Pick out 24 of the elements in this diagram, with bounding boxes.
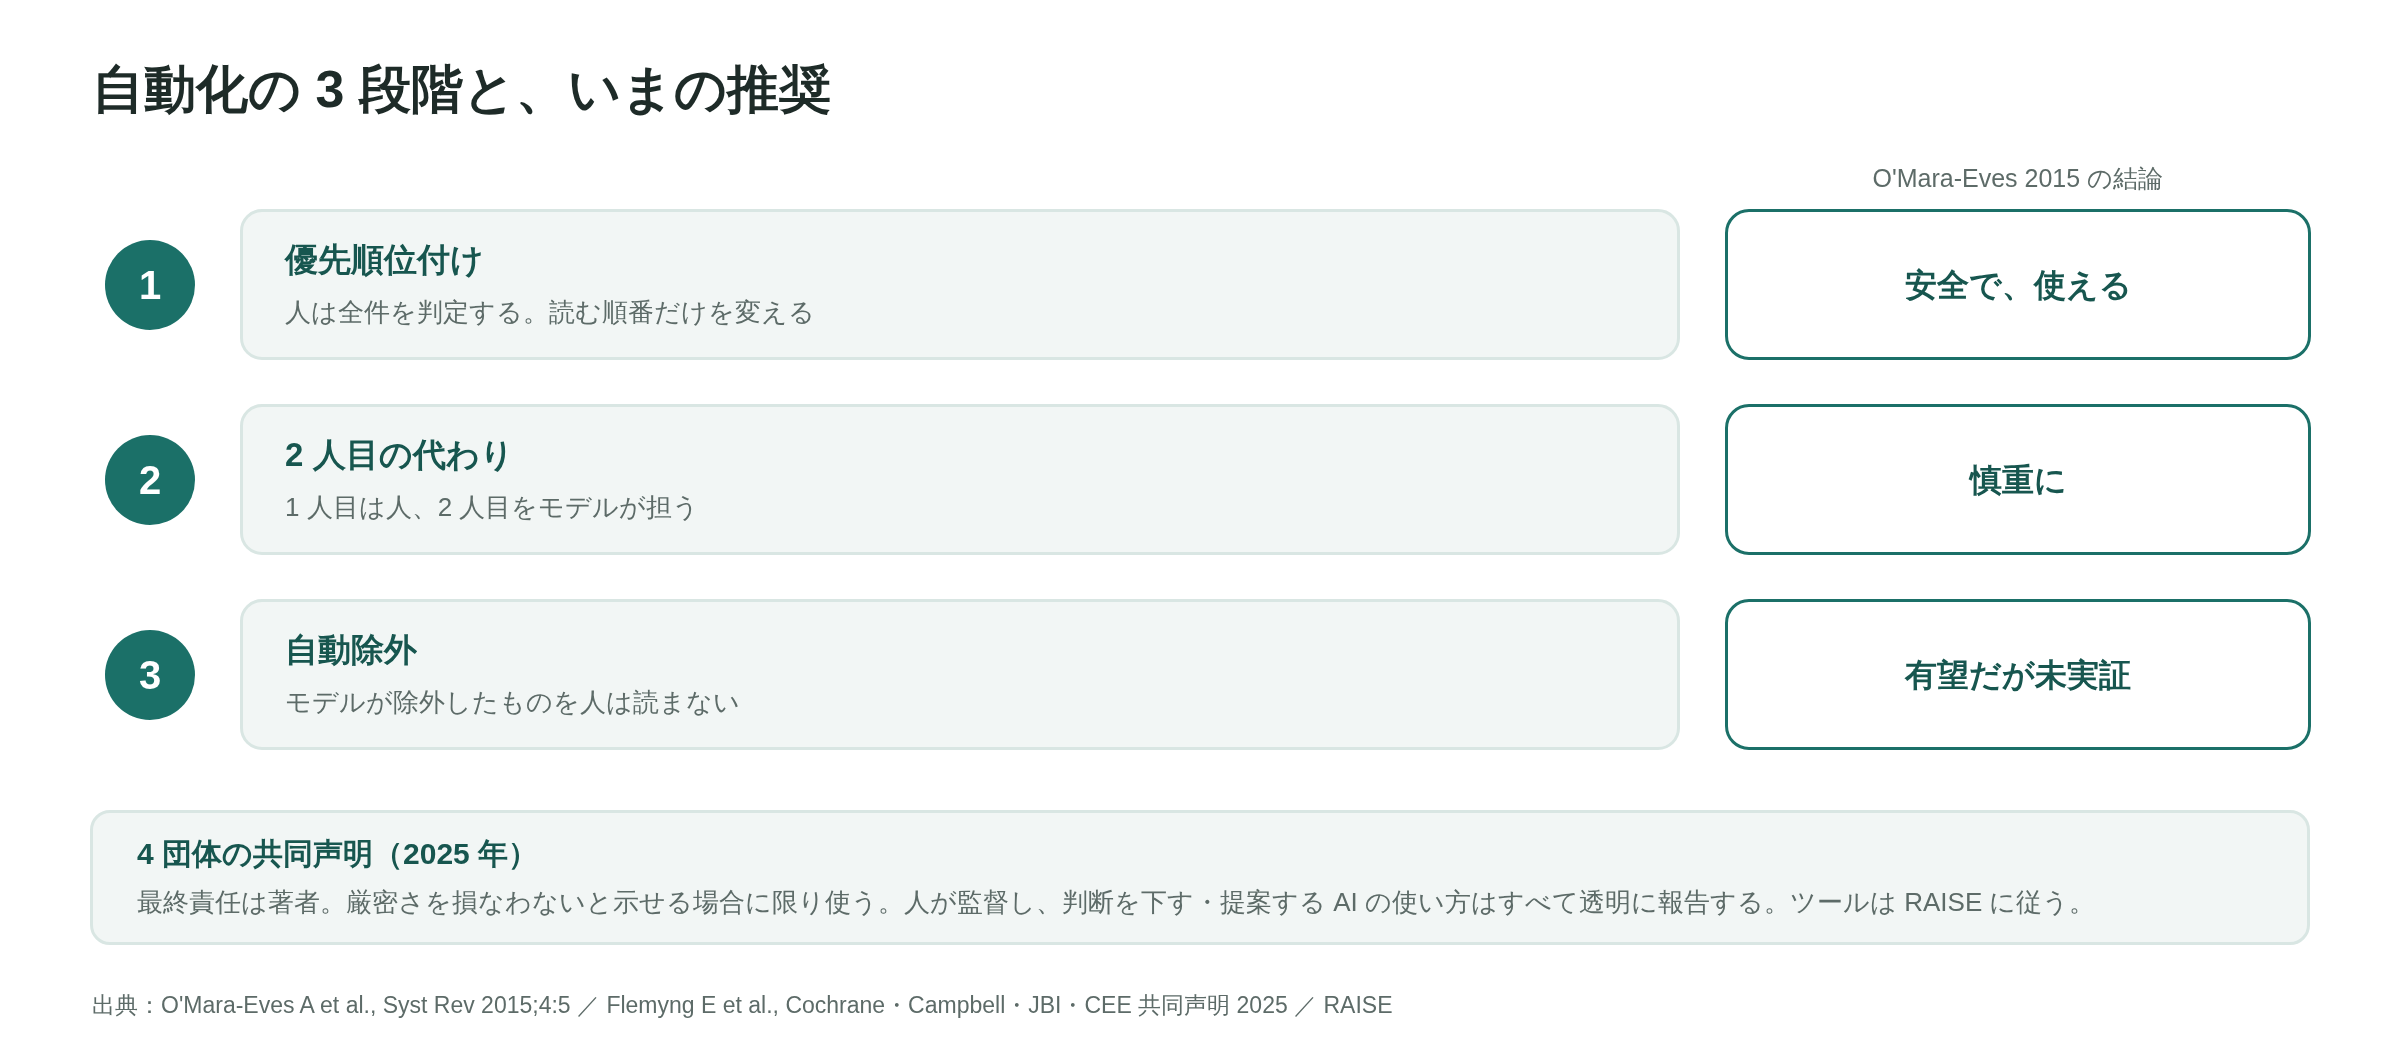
card-text: 1 人目は人、2 人目をモデルが担う bbox=[285, 491, 700, 525]
card-heading: 優先順位付け bbox=[285, 239, 484, 280]
number-circle: 2 bbox=[105, 435, 195, 525]
number-circle: 1 bbox=[105, 240, 195, 330]
conclusion-text: 慎重に bbox=[1969, 460, 2067, 500]
number-circle: 3 bbox=[105, 630, 195, 720]
step-card bbox=[240, 599, 1680, 750]
card-text: 人は全件を判定する。読む順番だけを変える bbox=[285, 296, 815, 330]
step-card bbox=[240, 404, 1680, 555]
conclusion-box bbox=[1725, 209, 2311, 360]
conclusion-text: 有望だが未実証 bbox=[1905, 655, 2131, 695]
card-heading: 自動除外 bbox=[285, 629, 417, 670]
title: 自動化の 3 段階と、いまの推奨 bbox=[92, 59, 831, 120]
conclusion-box bbox=[1725, 404, 2311, 555]
card-heading: 2 人目の代わり bbox=[285, 434, 514, 475]
card-heading: 4 団体の共同声明（2025 年） bbox=[137, 835, 539, 872]
step-card bbox=[240, 209, 1680, 360]
card-text: モデルが除外したものを人は読まない bbox=[285, 686, 740, 720]
conclusion-text: 安全で、使える bbox=[1904, 265, 2132, 305]
card-text: 最終責任は著者。厳密さを損なわないと示せる場合に限り使う。人が監督し、判断を下す・提案する AI の使い方はすべて透明に報告する。ツールは RAISE に従う。 bbox=[137, 886, 2096, 920]
statement-panel bbox=[90, 810, 2310, 945]
column-heading: O'Mara-Eves 2015 の結論 bbox=[1872, 163, 2164, 193]
conclusion-box bbox=[1725, 599, 2311, 750]
source-note: 出典：O'Mara-Eves A et al., Syst Rev 2015;4:5 ／ Flemyng E et al., Cochrane・Campbell・JBI・CEE 共同声明 2025 ／ RAISE bbox=[92, 992, 1393, 1020]
